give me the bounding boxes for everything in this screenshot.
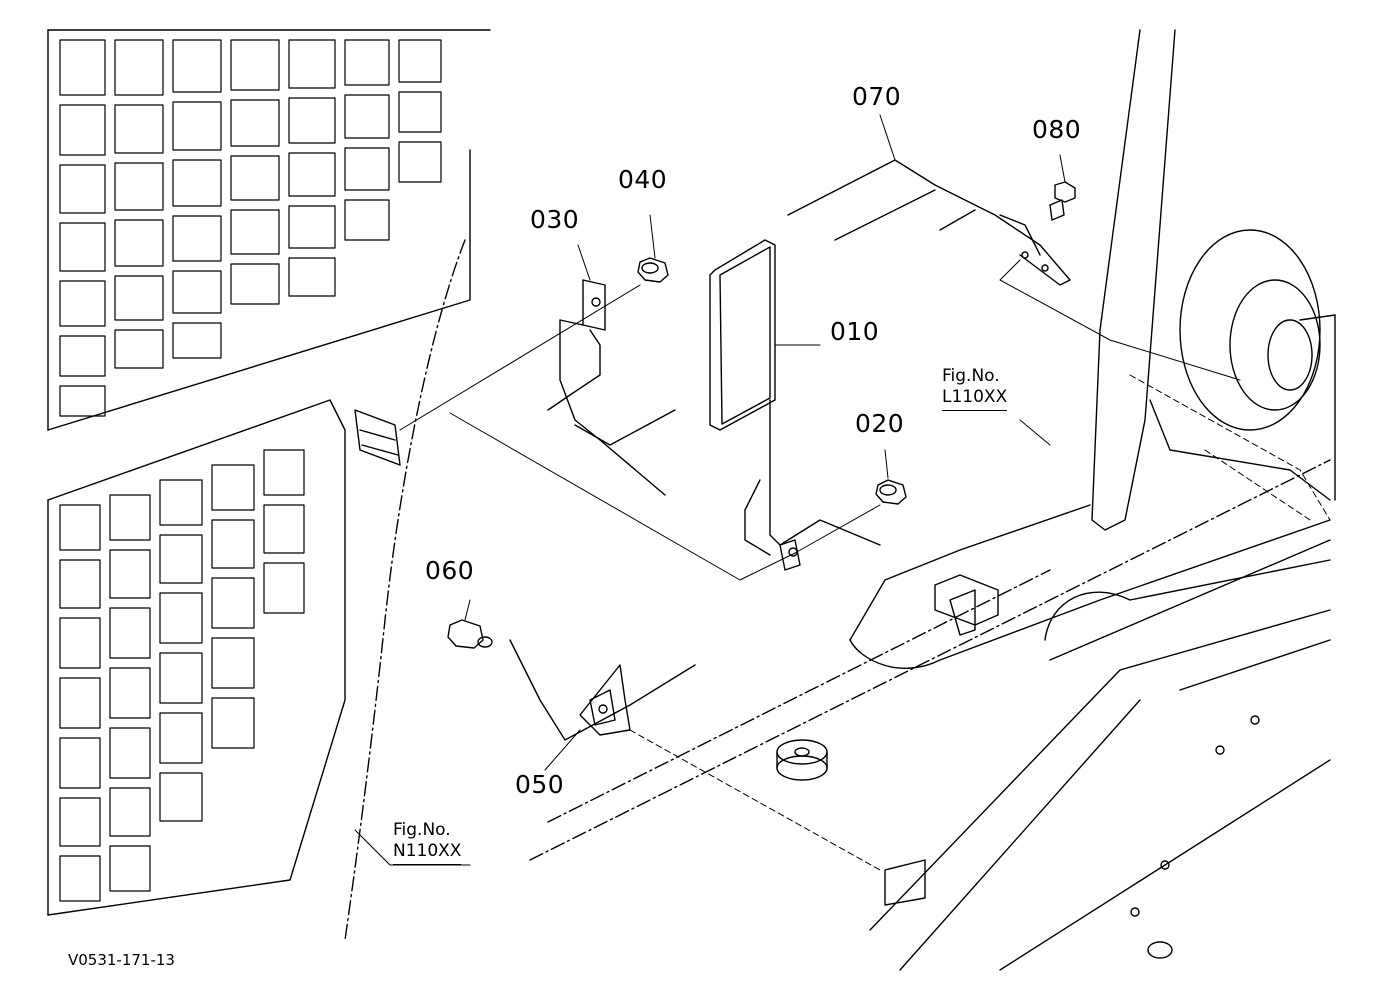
label-part-030: 030 xyxy=(530,205,580,234)
part-050-clip xyxy=(509,639,696,741)
figure-ref-number: N110XX xyxy=(393,841,462,865)
fastener-020 xyxy=(875,479,907,505)
upper-mesh-screen xyxy=(47,29,491,431)
figure-ref-prefix: Fig.No. xyxy=(393,820,451,840)
panel-outline xyxy=(344,239,1331,941)
part-070-bracket xyxy=(787,159,1071,286)
label-part-050: 050 xyxy=(515,770,565,799)
fastener-040 xyxy=(637,257,669,283)
figure-ref-number: L110XX xyxy=(942,387,1008,411)
fastener-080 xyxy=(1049,181,1076,221)
lower-mesh-screen xyxy=(47,399,346,916)
figure-ref-l110xx[interactable]: Fig.No. L110XX xyxy=(942,366,1008,411)
drawing-code: V0531-171-13 xyxy=(68,951,175,969)
chassis-frame xyxy=(776,29,1336,971)
label-part-060: 060 xyxy=(425,556,475,585)
leader-lines xyxy=(354,114,1331,871)
part-030-wire xyxy=(547,279,676,496)
figure-ref-prefix: Fig.No. xyxy=(942,366,1000,386)
label-part-080: 080 xyxy=(1032,115,1082,144)
fastener-060 xyxy=(447,619,493,649)
label-part-070: 070 xyxy=(852,82,902,111)
label-part-020: 020 xyxy=(855,409,905,438)
mounting-block xyxy=(354,409,401,466)
part-010-wire xyxy=(709,239,881,571)
label-part-040: 040 xyxy=(618,165,668,194)
figure-ref-n110xx[interactable]: Fig.No. N110XX xyxy=(393,820,462,865)
label-part-010: 010 xyxy=(830,317,880,346)
